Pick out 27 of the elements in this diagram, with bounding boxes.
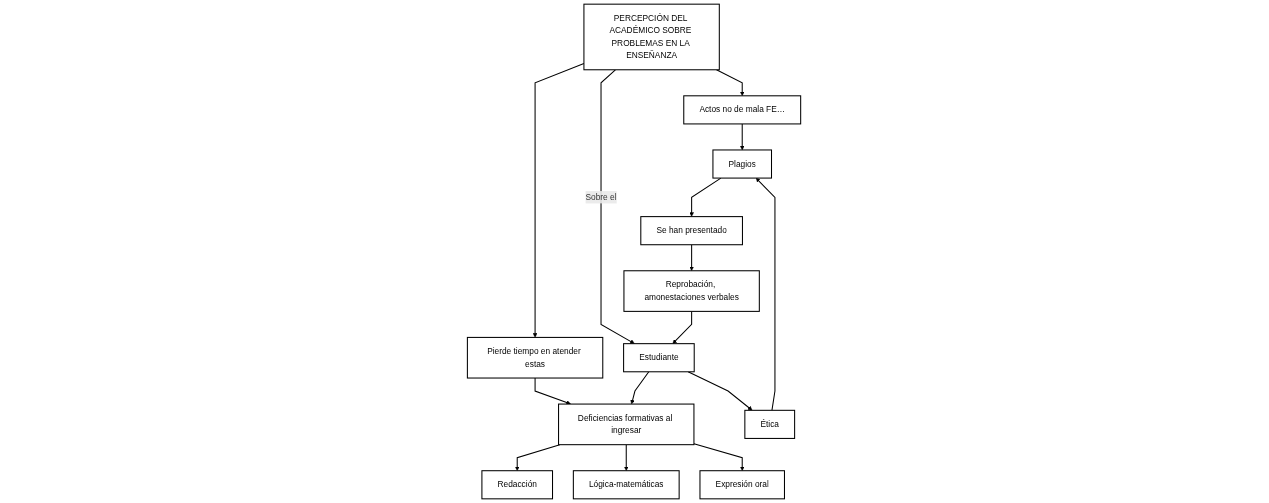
node-box: PERCEPCIÓN DEL ACADÉMICO SOBRE PROBLEMAS EN LA ENSEÑANZA bbox=[583, 3, 721, 71]
arrow bbox=[688, 371, 753, 411]
node-box: Estudiante bbox=[623, 343, 696, 373]
edge-label: Sobre el bbox=[585, 192, 618, 202]
arrow bbox=[672, 310, 693, 344]
node-box: Plagios bbox=[712, 149, 773, 179]
node-box: Pierde tiempo en atender estas bbox=[467, 336, 604, 379]
node-box: Expresión oral bbox=[699, 470, 786, 500]
arrow bbox=[756, 177, 776, 411]
arrow bbox=[693, 443, 745, 471]
arrow bbox=[740, 123, 745, 151]
node-box: Deficiencias formativas al ingresar bbox=[558, 403, 695, 446]
node-box: Redacción bbox=[481, 470, 554, 500]
node-box: Actos no de mala FE… bbox=[683, 95, 802, 125]
arrow bbox=[630, 371, 650, 405]
arrow bbox=[624, 444, 629, 471]
arrow bbox=[515, 444, 561, 471]
node-box: Reprobación, amonestaciones verbales bbox=[623, 270, 761, 312]
arrow bbox=[533, 63, 585, 338]
node-box: Se han presentado bbox=[640, 216, 744, 246]
arrow bbox=[535, 377, 572, 405]
arrow bbox=[600, 69, 636, 344]
arrow bbox=[716, 69, 745, 96]
arrow bbox=[689, 177, 722, 217]
node-box: Ética bbox=[744, 409, 796, 439]
node-box: Lógica-matemáticas bbox=[573, 470, 681, 500]
arrow bbox=[689, 244, 695, 271]
